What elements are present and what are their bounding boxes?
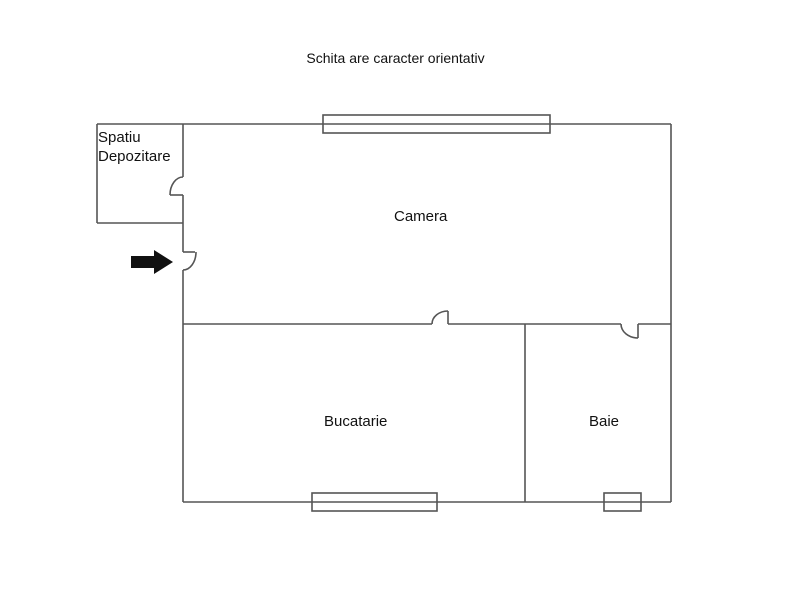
- entrance-arrow-icon: [131, 250, 173, 274]
- room-label-bath: Baie: [589, 413, 620, 430]
- storage-label-line1: Spatiu: [98, 129, 141, 146]
- window-kitchen: [311, 492, 438, 512]
- room-label-camera: Camera: [394, 208, 448, 225]
- door-storage: [169, 176, 184, 196]
- window-camera: [322, 114, 551, 134]
- interior-walls: [183, 323, 671, 502]
- room-label-storage: Spatiu Depozitare: [98, 128, 188, 166]
- door-entrance: [182, 251, 197, 271]
- storage-label-line2: Depozitare: [98, 148, 171, 165]
- outer-walls: [182, 123, 672, 503]
- door-bath: [620, 323, 639, 339]
- room-label-kitchen: Bucatarie: [324, 413, 388, 430]
- storage-room-walls: [96, 123, 183, 224]
- plan-title: Schita are caracter orientativ: [306, 50, 485, 66]
- door-kitchen: [431, 310, 449, 325]
- window-bath: [603, 492, 642, 512]
